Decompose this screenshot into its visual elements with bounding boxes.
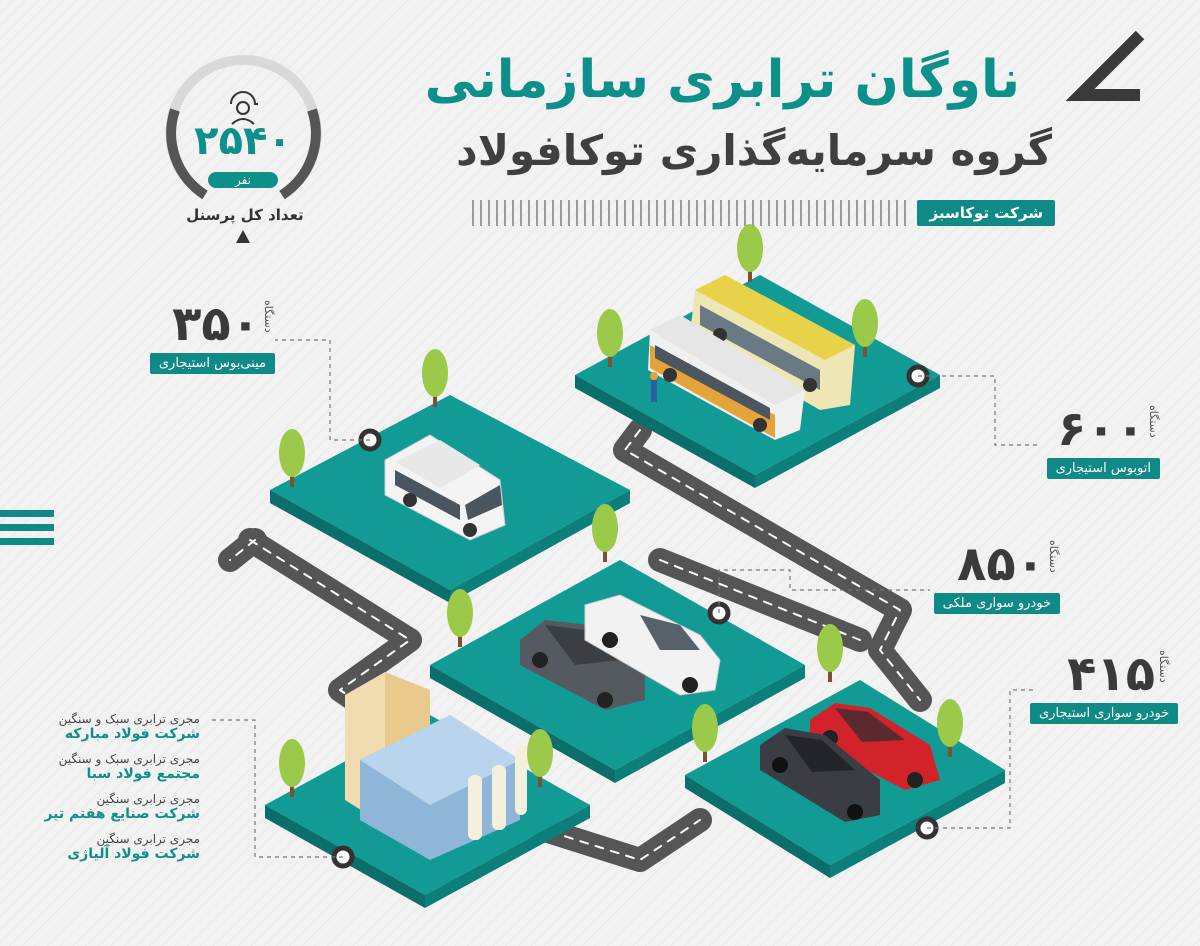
owned-car-count: ۸۵۰	[957, 536, 1045, 592]
rental-car-unit: دستگاه	[1157, 650, 1170, 683]
rental-car-count: ۴۱۵	[1067, 646, 1155, 702]
trees	[279, 224, 963, 797]
page-title: ناوگان ترابری سازمانی	[424, 50, 1020, 110]
menu-bars-icon	[0, 510, 54, 558]
bus-label: اتوبوس استیجاری	[1046, 458, 1160, 479]
minibus-unit: دستگاه	[262, 300, 275, 333]
owned-car-label: خودرو سواری ملکی	[933, 593, 1060, 614]
decorative-hatch	[472, 200, 912, 226]
bus-yellow	[690, 275, 855, 410]
personnel-label: تعداد کل پرسنل	[186, 206, 304, 224]
contractor-type: مجری ترابری سبک و سنگین	[58, 752, 200, 766]
factory-building	[345, 672, 527, 860]
contractor-name: شرکت فولاد مبارکه	[64, 726, 200, 742]
contractor-type: مجری ترابری سبک و سنگین	[58, 712, 200, 726]
contractors-list: مجری ترابری سبک و سنگین شرکت فولاد مبارک…	[40, 712, 200, 862]
bus-unit: دستگاه	[1147, 405, 1160, 438]
bus-stat: ۶۰۰ دستگاه اتوبوس استیجاری	[1040, 401, 1160, 479]
contractor-type: مجری ترابری سنگین	[96, 832, 200, 846]
personnel-unit: نفر	[208, 172, 278, 188]
contractor-item: مجری ترابری سبک و سنگین شرکت فولاد مبارک…	[40, 712, 200, 742]
contractor-type: مجری ترابری سنگین	[96, 792, 200, 806]
company-badge: شرکت توکاسبز	[917, 200, 1055, 226]
pickup-white	[584, 594, 721, 696]
personnel-count: ۲۵۴۰	[194, 118, 292, 164]
rental-car-stat: ۴۱۵ دستگاه خودرو سواری استیجاری	[1030, 646, 1179, 724]
minibus-white	[384, 434, 506, 541]
page-subtitle: گروه سرمایه‌گذاری توکافولاد	[456, 126, 1052, 175]
personnel-gauge	[165, 54, 322, 243]
leader-lines	[210, 339, 1040, 858]
bus-count: ۶۰۰	[1057, 401, 1145, 457]
contractor-item: مجری ترابری سنگین شرکت صنایع هفتم تیر	[40, 792, 200, 822]
owned-car-unit: دستگاه	[1047, 540, 1060, 573]
bus-orange	[648, 315, 805, 440]
minibus-count: ۳۵۰	[172, 296, 260, 352]
worker-helmet-icon	[230, 91, 258, 125]
worker-figure	[650, 372, 658, 402]
contractor-item: مجری ترابری سبک و سنگین مجتمع فولاد سبا	[40, 752, 200, 782]
owned-car-stat: ۸۵۰ دستگاه خودرو سواری ملکی	[930, 536, 1060, 614]
car-black	[760, 728, 880, 822]
minibus-label: مینی‌بوس استیجاری	[149, 353, 275, 374]
car-red	[810, 703, 940, 790]
contractor-name: شرکت فولاد آلیاژی	[67, 846, 200, 862]
minibus-stat: ۳۵۰ دستگاه مینی‌بوس استیجاری	[145, 296, 275, 374]
rental-car-label: خودرو سواری استیجاری	[1030, 703, 1179, 724]
brand-chevron-icon	[1065, 30, 1145, 101]
contractor-name: مجتمع فولاد سبا	[86, 766, 200, 782]
contractor-item: مجری ترابری سنگین شرکت فولاد آلیاژی	[40, 832, 200, 862]
contractor-name: شرکت صنایع هفتم تیر	[44, 806, 200, 822]
